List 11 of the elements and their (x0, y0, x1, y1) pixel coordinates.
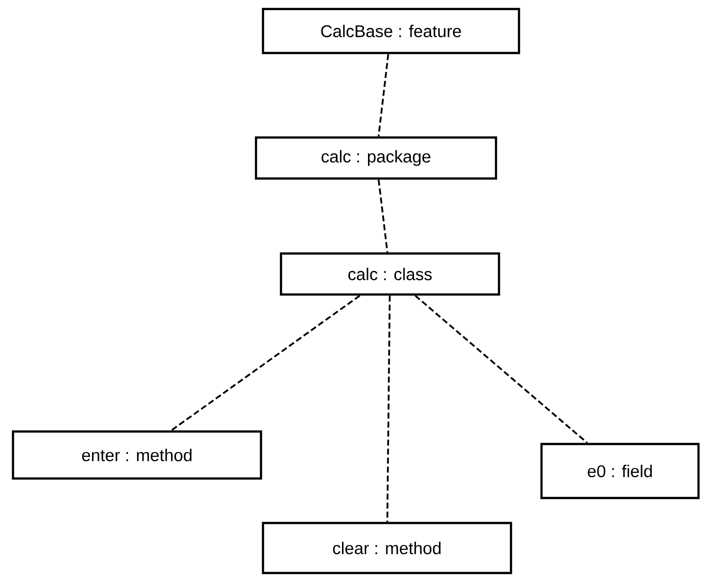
class-box: e0 : field (540, 442, 700, 500)
class-box: calc : package (254, 136, 498, 180)
connector-line (170, 294, 360, 432)
class-box: enter : method (12, 430, 262, 480)
class-box: CalcBase : feature (262, 8, 520, 54)
class-box: calc : class (280, 252, 500, 296)
connector-line (378, 54, 390, 137)
connector-line (386, 296, 391, 522)
connector-line (414, 294, 588, 444)
connector-line (378, 180, 388, 253)
class-box: clear : method (262, 522, 512, 574)
